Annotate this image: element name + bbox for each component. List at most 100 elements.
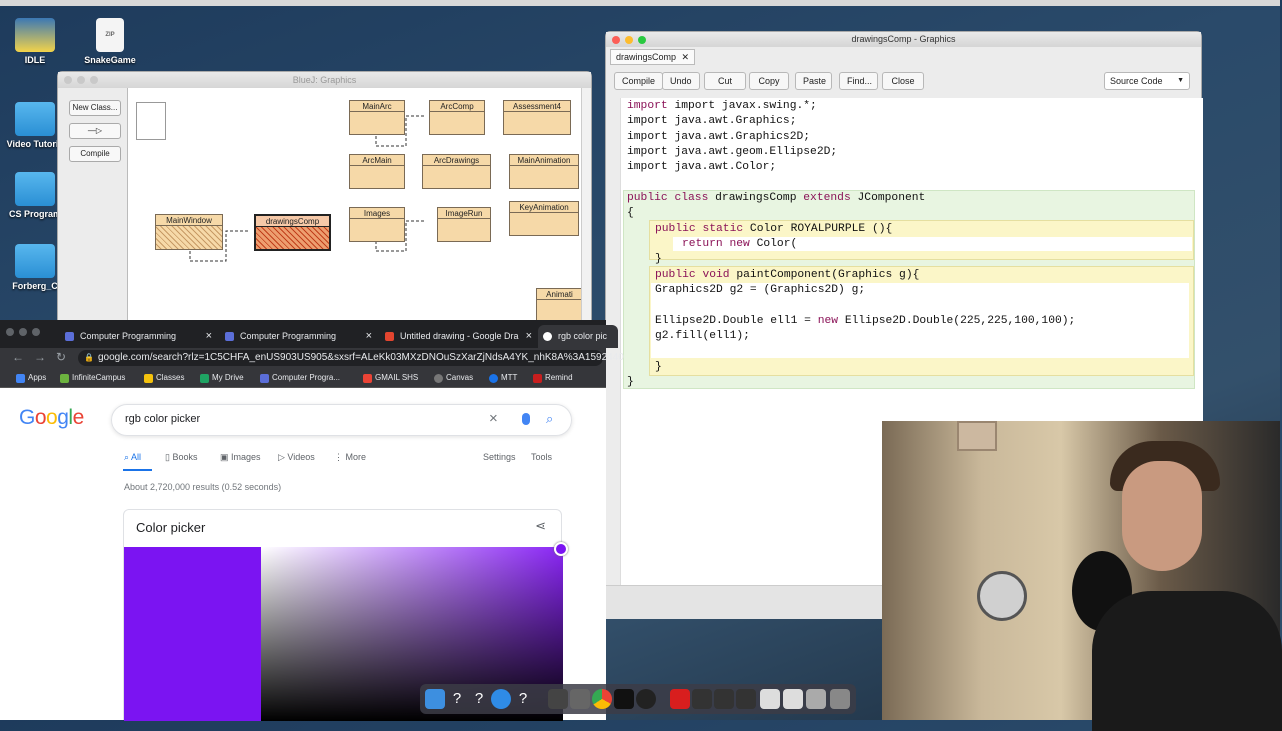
back-icon[interactable]: ← (12, 350, 24, 364)
trash-icon[interactable] (830, 689, 850, 709)
bookmark-my-drive[interactable]: My Drive (200, 371, 244, 385)
class-arcmain[interactable]: ArcMain (349, 154, 405, 189)
tools-link[interactable]: Tools (531, 452, 553, 462)
help-icon[interactable]: ? (452, 690, 462, 707)
browser-tab[interactable]: Computer Programming × (220, 325, 378, 348)
desktop-icon-idle[interactable]: IDLE (0, 18, 70, 65)
readme-document-icon[interactable] (136, 102, 166, 140)
search-input[interactable]: rgb color picker × ⌕ (111, 404, 572, 436)
class-animation[interactable]: Animati (536, 288, 583, 323)
class-imagerun[interactable]: ImageRun (437, 207, 491, 242)
class-arcdrawings[interactable]: ArcDrawings (422, 154, 491, 189)
window-thumbnail-icon[interactable] (736, 689, 756, 709)
cut-button[interactable]: Cut (704, 72, 746, 90)
browser-tab[interactable]: Computer Programming × (60, 325, 218, 348)
browser-tab-active[interactable]: rgb color pic (538, 325, 618, 348)
tab-title: Computer Programming (80, 331, 177, 341)
window-controls[interactable] (612, 36, 646, 44)
title-bar[interactable]: drawingsComp - Graphics (606, 32, 1201, 47)
bookmark-gmail[interactable]: GMAIL SHS (363, 371, 418, 385)
tab-more[interactable]: ⋮ More (334, 452, 367, 462)
microphone (977, 571, 1027, 621)
window-thumbnail-icon[interactable] (760, 689, 780, 709)
terminal-icon[interactable] (614, 689, 634, 709)
desktop-icon-forberg[interactable]: Forberg_C (0, 244, 70, 291)
bookmark-apps[interactable]: Apps (16, 371, 46, 385)
vertical-scrollbar[interactable] (581, 88, 591, 332)
bookmark-canvas[interactable]: Canvas (434, 371, 473, 385)
close-icon[interactable]: × (525, 330, 532, 342)
color-picker-handle[interactable] (554, 542, 568, 556)
compile-button[interactable]: Compile (69, 146, 121, 162)
window-thumbnail-icon[interactable] (783, 689, 803, 709)
class-assessment4[interactable]: Assessment4 (503, 100, 571, 135)
share-icon[interactable]: ⋖ (535, 518, 546, 533)
keyboard-icon[interactable] (714, 689, 734, 709)
bookmark-classes[interactable]: Classes (144, 371, 184, 385)
classroom-icon (225, 332, 234, 341)
clear-icon[interactable]: × (489, 410, 498, 427)
tab-videos[interactable]: ▷ Videos (278, 452, 315, 462)
new-class-button[interactable]: New Class... (69, 100, 121, 116)
tab-books[interactable]: ▯ Books (165, 452, 198, 462)
close-icon[interactable]: ✕ (681, 52, 690, 62)
undo-button[interactable]: Undo (662, 72, 700, 90)
class-mainwindow[interactable]: MainWindow (155, 214, 223, 250)
bookmark-remind[interactable]: Remind (533, 371, 573, 385)
close-icon[interactable]: × (365, 330, 372, 342)
forward-icon[interactable]: → (34, 350, 46, 364)
editor-tab-drawingscomp[interactable]: drawingsComp ✕ (610, 49, 696, 65)
bluej-icon[interactable] (570, 689, 590, 709)
browser-tab[interactable]: Untitled drawing - Google Dra× (380, 325, 538, 348)
code-editor[interactable]: import import javax.swing.*; import java… (620, 98, 1203, 585)
desktop-icon-video-tutorials[interactable]: Video Tutoria (0, 102, 70, 149)
bookmark-computer-programming[interactable]: Computer Progra... (260, 371, 340, 385)
window-controls[interactable] (64, 76, 98, 84)
find-button[interactable]: Find... (839, 72, 878, 90)
class-mainanimation[interactable]: MainAnimation (509, 154, 579, 189)
code-line: } (655, 253, 662, 265)
settings-link[interactable]: Settings (483, 452, 516, 462)
class-keyanimation[interactable]: KeyAnimation (509, 201, 579, 236)
help-icon[interactable]: ? (518, 690, 528, 707)
acrobat-icon[interactable] (670, 689, 690, 709)
bookmark-infinitecampus[interactable]: InfiniteCampus (60, 371, 125, 385)
close-icon[interactable]: × (205, 330, 212, 342)
microphone-icon[interactable] (522, 413, 530, 425)
code-line: return new Color( (682, 238, 798, 250)
class-drawingscomp[interactable]: drawingsComp (254, 214, 331, 251)
class-mainarc[interactable]: MainArc (349, 100, 405, 135)
compile-button[interactable]: Compile (614, 72, 664, 90)
finder-icon[interactable] (425, 689, 445, 709)
copy-button[interactable]: Copy (749, 72, 789, 90)
safari-icon[interactable] (491, 689, 511, 709)
class-arccomp[interactable]: ArcComp (429, 100, 485, 135)
window-controls[interactable] (6, 328, 40, 336)
class-images[interactable]: Images (349, 207, 405, 242)
tab-images[interactable]: ▣ Images (220, 452, 261, 462)
title-bar[interactable]: BlueJ: Graphics (58, 72, 591, 88)
desktop-icon-snakegame[interactable]: ZIP SnakeGame (75, 18, 145, 65)
desktop-icon-cs-programs[interactable]: CS Program (0, 172, 70, 219)
selected-color-swatch (124, 547, 261, 721)
tab-all[interactable]: ⌕ All (124, 452, 142, 462)
close-button[interactable]: Close (882, 72, 924, 90)
search-icon[interactable]: ⌕ (546, 411, 554, 426)
help-icon[interactable]: ? (474, 690, 484, 707)
view-mode-select[interactable]: Source Code ▼ (1104, 72, 1190, 90)
address-bar[interactable]: 🔒 google.com/search?rlz=1C5CHFA_enUS903U… (78, 350, 624, 366)
reload-icon[interactable]: ↻ (56, 350, 67, 364)
window-thumbnail-icon[interactable] (806, 689, 826, 709)
keyboard-icon[interactable] (692, 689, 712, 709)
bookmark-label: Classes (156, 373, 185, 382)
chrome-icon[interactable] (592, 689, 612, 709)
obs-icon[interactable] (636, 689, 656, 709)
google-logo[interactable]: Google (19, 406, 84, 429)
bookmark-mtt[interactable]: MTT (489, 371, 517, 385)
new-arrow-button[interactable]: —▷ (69, 123, 121, 139)
bookmark-label: My Drive (212, 373, 244, 382)
tab-title: Computer Programming (240, 331, 337, 341)
paste-button[interactable]: Paste (795, 72, 832, 90)
preview-icon[interactable] (548, 689, 568, 709)
tab-label: drawingsComp (616, 52, 677, 62)
